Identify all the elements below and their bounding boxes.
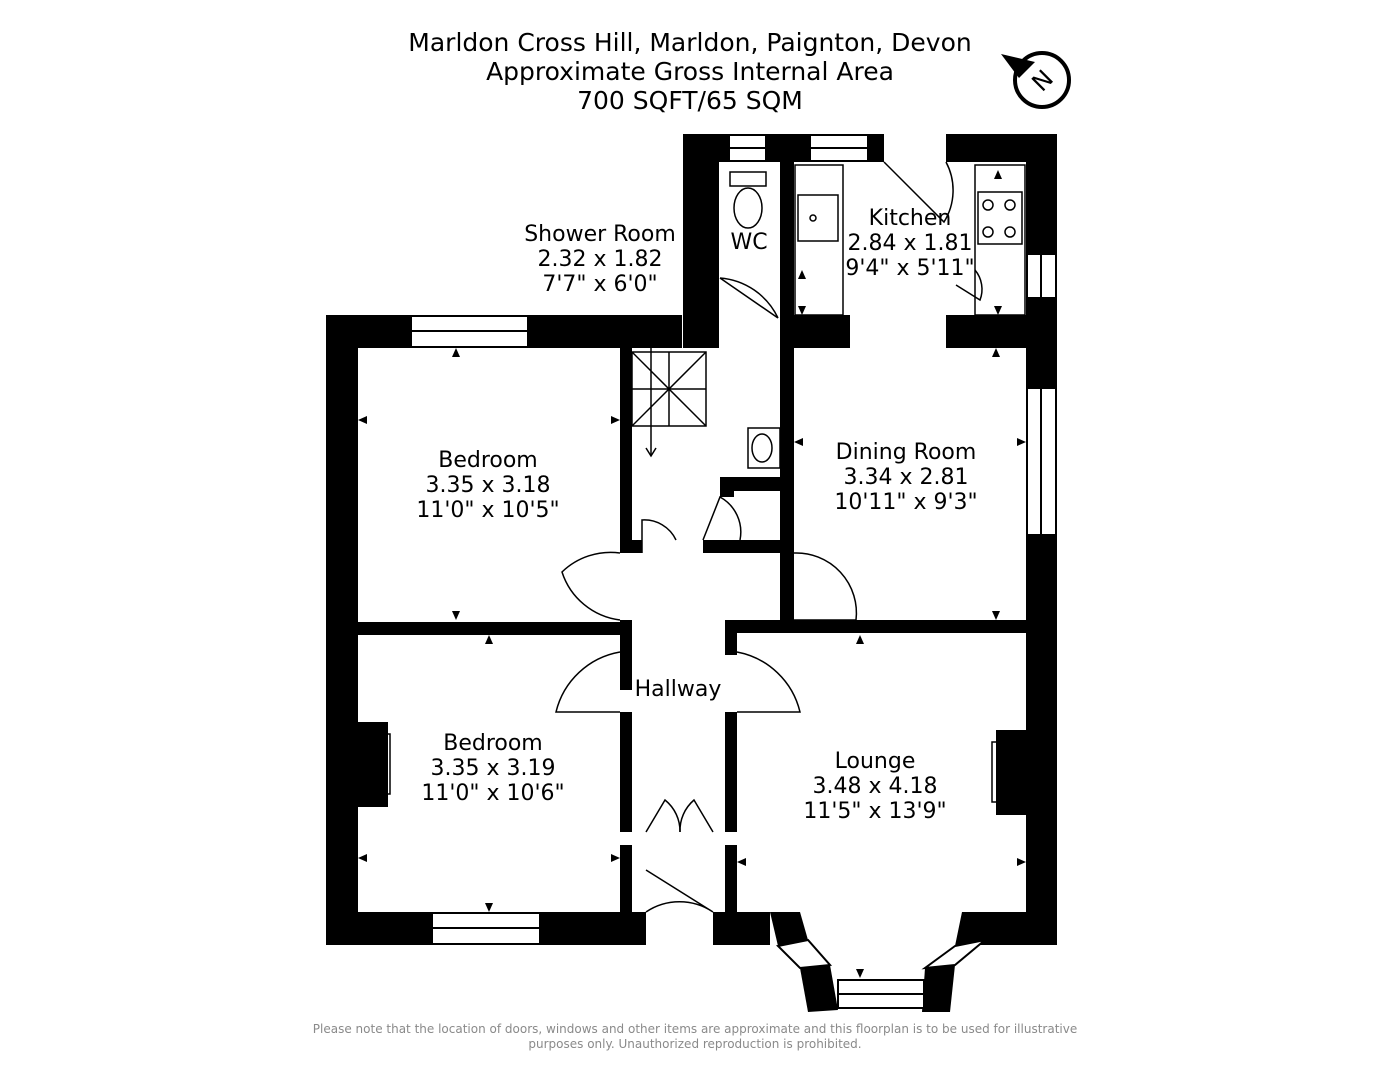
room-name: Shower Room bbox=[524, 222, 676, 247]
room-name: Bedroom bbox=[438, 448, 538, 473]
room-imperial: 10'11" x 9'3" bbox=[834, 490, 978, 515]
windows bbox=[410, 134, 1057, 1009]
disclaimer-line-1: Please note that the location of doors, … bbox=[312, 1022, 1078, 1036]
basin-icon bbox=[747, 427, 781, 469]
room-imperial: 11'5" x 13'9" bbox=[803, 799, 947, 824]
hob-icon bbox=[977, 191, 1023, 245]
room-name: WC bbox=[730, 230, 768, 255]
room-metric: 3.35 x 3.19 bbox=[430, 756, 556, 781]
room-name: Lounge bbox=[834, 749, 916, 774]
kitchen-counter bbox=[794, 164, 844, 316]
fireplace-icon bbox=[991, 741, 1010, 803]
room-label-dining-room: Dining Room 3.34 x 2.81 10'11" x 9'3" bbox=[816, 440, 996, 515]
dimension-markers bbox=[358, 170, 1026, 978]
fixtures bbox=[372, 164, 1026, 803]
room-label-lounge: Lounge 3.48 x 4.18 11'5" x 13'9" bbox=[785, 749, 965, 824]
room-imperial: 11'0" x 10'6" bbox=[421, 781, 565, 806]
disclaimer: Please note that the location of doors, … bbox=[300, 1022, 1090, 1052]
room-name: Hallway bbox=[634, 677, 722, 702]
hob-counter bbox=[974, 164, 1026, 316]
room-name: Bedroom bbox=[443, 731, 543, 756]
compass-north-icon: N bbox=[995, 48, 1075, 117]
disclaimer-line-2: purposes only. Unauthorized reproduction… bbox=[528, 1037, 862, 1051]
room-label-kitchen: Kitchen 2.84 x 1.81 9'4" x 5'11" bbox=[840, 206, 980, 281]
room-label-hallway: Hallway bbox=[628, 677, 728, 702]
room-imperial: 9'4" x 5'11" bbox=[845, 256, 975, 281]
room-metric: 3.34 x 2.81 bbox=[843, 465, 969, 490]
room-metric: 3.48 x 4.18 bbox=[812, 774, 938, 799]
sink-icon bbox=[797, 194, 839, 242]
room-name: Kitchen bbox=[868, 206, 952, 231]
plan-header: Marldon Cross Hill, Marldon, Paignton, D… bbox=[380, 28, 1000, 115]
doors bbox=[555, 161, 983, 913]
room-name: Dining Room bbox=[835, 440, 977, 465]
room-imperial: 7'7" x 6'0" bbox=[542, 272, 658, 297]
room-label-bedroom-1: Bedroom 3.35 x 3.18 11'0" x 10'5" bbox=[398, 448, 578, 523]
address-title: Marldon Cross Hill, Marldon, Paignton, D… bbox=[408, 28, 972, 57]
room-label-bedroom-2: Bedroom 3.35 x 3.19 11'0" x 10'6" bbox=[403, 731, 583, 806]
area-value: 700 SQFT/65 SQM bbox=[577, 86, 803, 115]
fireplace-icon bbox=[372, 733, 391, 795]
room-imperial: 11'0" x 10'5" bbox=[416, 498, 560, 523]
room-metric: 3.35 x 3.18 bbox=[425, 473, 551, 498]
room-label-wc: WC bbox=[718, 230, 780, 255]
area-title: Approximate Gross Internal Area bbox=[486, 57, 894, 86]
walls bbox=[326, 134, 1057, 1012]
room-metric: 2.32 x 1.82 bbox=[537, 247, 663, 272]
room-label-shower-room: Shower Room 2.32 x 1.82 7'7" x 6'0" bbox=[510, 222, 690, 297]
room-metric: 2.84 x 1.81 bbox=[847, 231, 973, 256]
toilet-icon bbox=[729, 171, 767, 187]
